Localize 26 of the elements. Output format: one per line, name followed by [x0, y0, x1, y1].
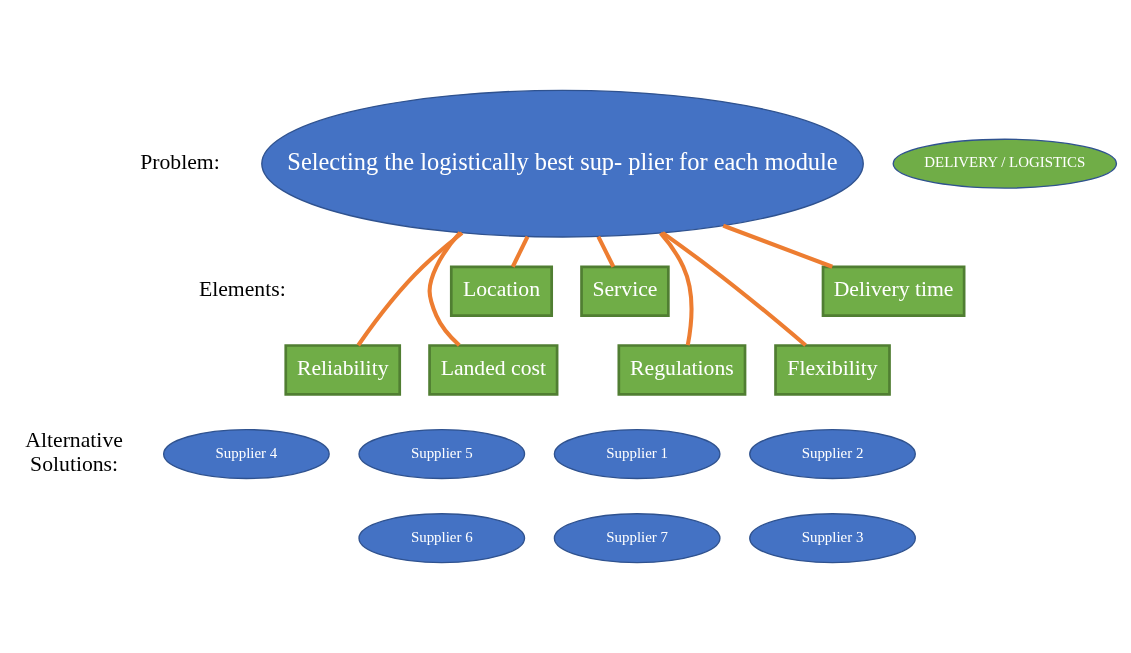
connector [659, 231, 694, 346]
node-box: Landed cost [428, 344, 559, 396]
node-box: Regulations [617, 344, 747, 396]
node-ellipse: Supplier 6 [358, 513, 526, 564]
connector [510, 235, 530, 268]
node-ellipse: Supplier 4 [162, 428, 330, 480]
label: Problem: [140, 149, 220, 174]
label: Alternative Solutions: [25, 427, 123, 477]
node-ellipse: Supplier 5 [358, 428, 526, 480]
node-ellipse: DELIVERY / LOGISTICS [892, 138, 1118, 189]
node-ellipse: Supplier 7 [553, 513, 721, 564]
node-box: Location [449, 265, 554, 317]
connector [596, 235, 616, 268]
connector [722, 223, 834, 269]
label: Elements: [198, 277, 286, 302]
node-box: Delivery time [821, 265, 966, 317]
node-ellipse: Supplier 2 [749, 428, 916, 480]
node-box: Reliability [284, 344, 402, 396]
connector [427, 231, 462, 347]
node-box: Service [580, 265, 670, 317]
connector [356, 231, 464, 347]
node-box: Flexibility [774, 344, 891, 396]
node-ellipse: Selecting the logistically best sup- plier for each module [261, 89, 864, 238]
node-ellipse: Supplier 1 [553, 428, 721, 480]
connector [661, 231, 807, 347]
node-ellipse: Supplier 3 [749, 513, 916, 564]
